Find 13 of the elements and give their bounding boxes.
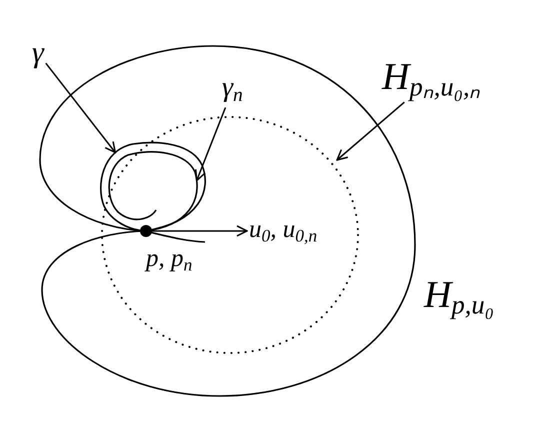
arrow bbox=[45, 62, 116, 154]
math-label: γ bbox=[32, 38, 44, 68]
arrow bbox=[152, 225, 248, 237]
math-label: H$_{pₙ,u₀,ₙ}$ bbox=[382, 58, 481, 100]
arrow bbox=[194, 107, 226, 182]
math-label: γ$_{n}$ bbox=[222, 74, 243, 106]
spiral-curve bbox=[108, 151, 198, 232]
arrow bbox=[336, 102, 405, 161]
math-label: p, p$_{n}$ bbox=[146, 246, 192, 274]
curve-loop bbox=[100, 142, 206, 232]
point-dot bbox=[140, 225, 152, 237]
math-label: u$_{0}$, u$_{0,n}$ bbox=[249, 217, 318, 245]
math-label: H$_{p,u₀}$ bbox=[424, 276, 494, 318]
